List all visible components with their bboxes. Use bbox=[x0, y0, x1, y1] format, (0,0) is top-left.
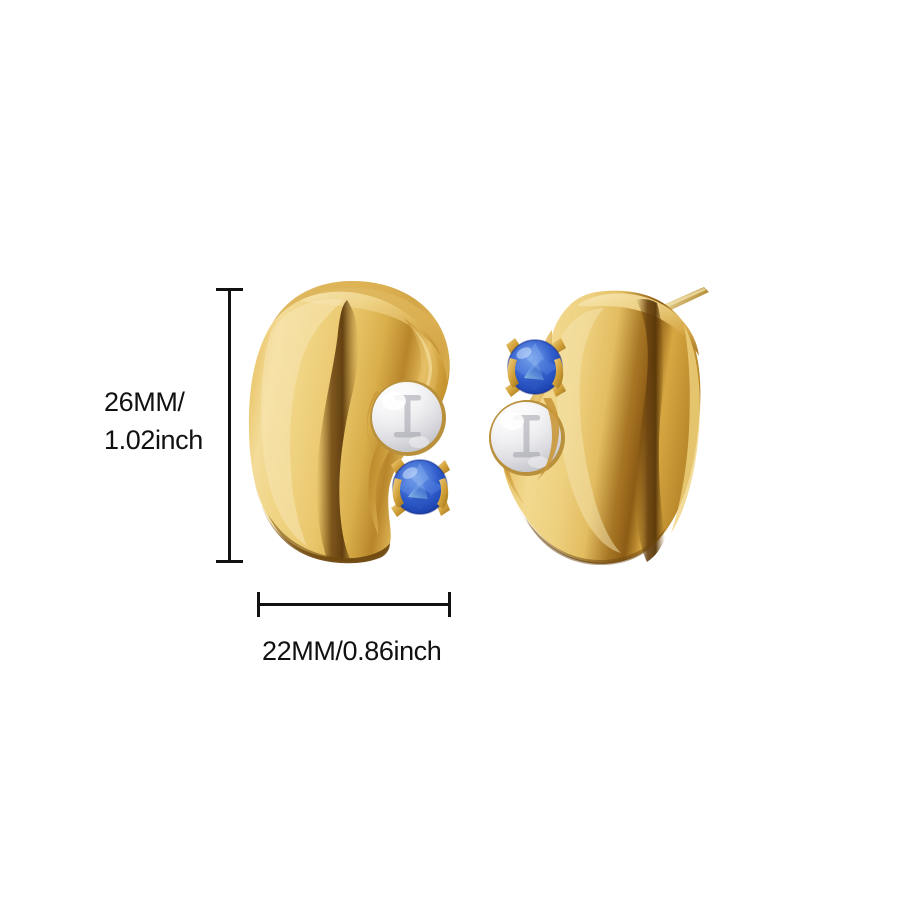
right-gem-culet-glint bbox=[524, 358, 544, 380]
right-gem bbox=[505, 338, 566, 397]
left-pearl bbox=[370, 380, 446, 456]
right-pearl-setting-bridge bbox=[537, 398, 560, 480]
left-gem-prong-front-left bbox=[392, 478, 404, 508]
width-dimension-cap-right bbox=[448, 592, 451, 617]
left-earring-bottom-rim bbox=[268, 514, 389, 564]
left-earring-outer-edge bbox=[273, 281, 450, 382]
left-gem-culet-glint bbox=[408, 478, 428, 499]
right-pearl bbox=[489, 400, 565, 476]
left-earring-reflection-band bbox=[316, 300, 359, 562]
width-dimension-label: 22MM/0.86inch bbox=[262, 636, 442, 666]
right-gem-prong-front-left bbox=[507, 358, 519, 388]
left-earring-bottom-shadow bbox=[253, 470, 390, 564]
height-dimension-cap-bottom bbox=[216, 560, 243, 563]
left-gem-prong-front-right bbox=[437, 478, 449, 509]
right-earring-right-rim bbox=[671, 325, 700, 533]
height-dimension-label: 26MM/ 1.02inch bbox=[104, 387, 203, 456]
right-earring-highlight bbox=[556, 308, 621, 553]
left-earring bbox=[248, 281, 450, 564]
right-earring-reflection-band bbox=[636, 299, 665, 562]
right-gem-prong-front-right bbox=[552, 358, 564, 389]
left-gem-prong-top-left bbox=[391, 458, 406, 474]
width-dimension-line bbox=[257, 603, 451, 606]
height-dimension-line bbox=[228, 288, 231, 563]
left-pearl-setting-bridge bbox=[366, 391, 379, 458]
left-gem bbox=[391, 458, 450, 517]
right-earring-top-sheen bbox=[577, 293, 699, 356]
right-gem-prong-top-left bbox=[506, 338, 521, 354]
left-pearl-specular bbox=[382, 392, 406, 410]
right-pearl-specular bbox=[500, 412, 524, 430]
left-earring-highlight bbox=[261, 299, 344, 546]
right-earring-bottom-rim bbox=[525, 517, 666, 566]
